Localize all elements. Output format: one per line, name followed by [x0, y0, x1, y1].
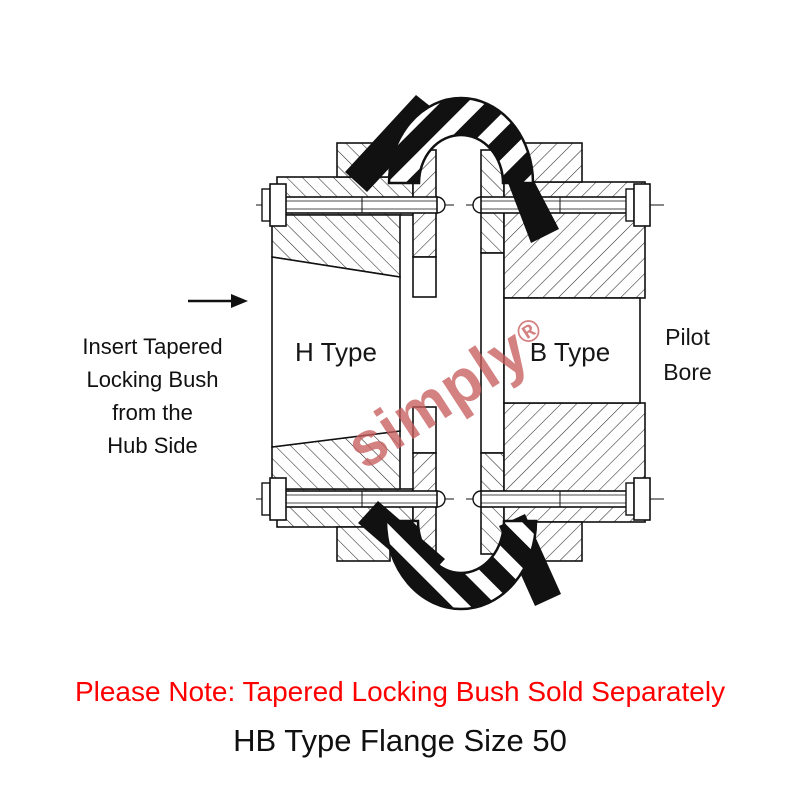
label-b-type: B Type	[529, 337, 611, 367]
pilot-bore-line: Pilot	[665, 324, 710, 350]
tyre-top	[345, 95, 559, 243]
instruction-line: Hub Side	[107, 433, 198, 458]
bolt-top-left	[256, 183, 454, 227]
bolt-top-right	[466, 183, 664, 227]
tapered-bore-window	[271, 256, 401, 448]
instruction-line: Locking Bush	[86, 367, 219, 392]
label-pilot-bore: Pilot Bore	[650, 320, 725, 390]
instruction-line: Insert Tapered	[82, 334, 223, 359]
label-h-type: H Type	[295, 337, 377, 367]
instruction-text: Insert Tapered Locking Bush from the Hub…	[50, 330, 255, 462]
pilot-bore-window	[503, 297, 641, 404]
bolt-bottom-left	[256, 477, 454, 521]
instruction-line: from the	[112, 400, 193, 425]
page-title: HB Type Flange Size 50	[233, 723, 567, 758]
pilot-bore-line: Bore	[663, 359, 712, 385]
tyre-bottom	[358, 501, 561, 611]
note-text: Please Note: Tapered Locking Bush Sold S…	[74, 676, 726, 707]
bolt-bottom-right	[466, 477, 664, 521]
insert-direction-arrow-icon	[188, 294, 248, 308]
